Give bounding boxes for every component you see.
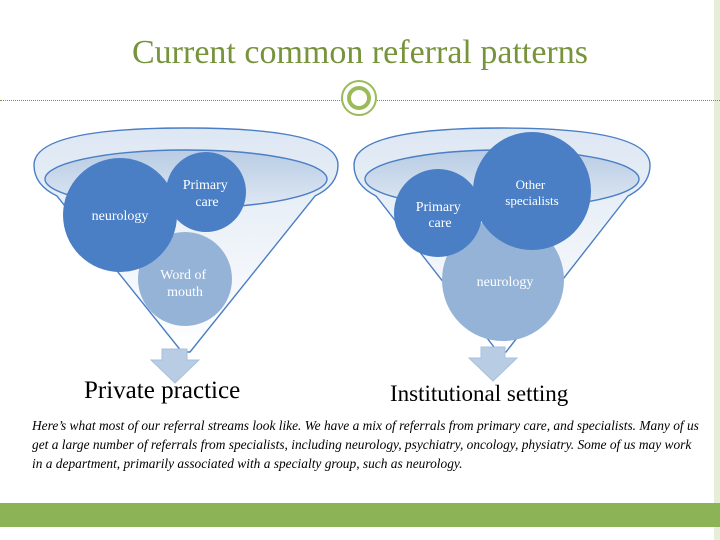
slide-border [714,0,720,540]
footer-bar [0,503,720,527]
right-funnel: Primary care Other specialists neurology [353,127,651,382]
left-circle-primary-care-label: Primary care [183,178,232,210]
slide-title: Current common referral patterns [132,34,588,71]
right-circle-other-specialists-label: Other specialists [505,177,558,208]
left-circle-primary-care [166,152,246,232]
left-circle-neurology [63,158,177,272]
right-circle-primary-care-label: Primary care [416,200,465,231]
slide-caption: Here’s what most of our referral streams… [32,418,699,471]
right-circle-primary-care [394,169,482,257]
left-circle-word-of-mouth [138,232,232,326]
left-arrow-icon [149,348,201,384]
left-circle-neurology-label: neurology [92,209,149,224]
divider-ornament-inner [347,86,371,110]
right-circle-neurology-label: neurology [477,275,534,290]
right-arrow-icon [467,346,519,382]
left-circle-word-of-mouth-label: Word of mouth [160,268,209,300]
right-circle-other-specialists [473,132,591,250]
right-funnel-label: Institutional setting [390,381,569,406]
left-funnel-label: Private practice [84,377,241,404]
left-funnel: neurology Primary care Word of mouth [33,127,339,384]
